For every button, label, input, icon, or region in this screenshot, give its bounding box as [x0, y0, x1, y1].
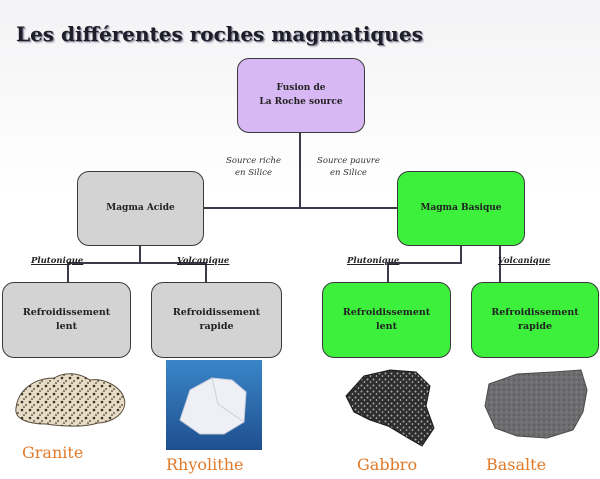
rock-name-rhyolite: Rhyolithe [166, 455, 243, 474]
connector-line [299, 133, 301, 209]
source-rock-line2: La Roche source [259, 96, 342, 110]
gabbro-image [342, 366, 438, 448]
acid-volcanic-label: Volcanique [177, 256, 229, 266]
source-rock-box: Fusion de La Roche source [237, 58, 365, 133]
source-rock-line1: Fusion de [277, 82, 326, 96]
acid-magma-box: Magma Acide [77, 171, 204, 246]
basic-volcanic-label: Volcanique [498, 256, 550, 266]
slow-cooling-box: Refroidissement lent [2, 282, 131, 358]
slow-cooling-box: Refroidissement lent [322, 282, 451, 358]
branch-right-line2: en Silice [317, 168, 380, 180]
connector-line [203, 207, 399, 209]
fast-cooling-box: Refroidissement rapide [471, 282, 599, 358]
rhyolite-image [166, 360, 262, 450]
fast-cooling-box: Refroidissement rapide [151, 282, 282, 358]
granite-image [12, 368, 130, 428]
page-title: Les différentes roches magmatiques [16, 22, 423, 46]
basic-magma-label: Magma Basique [420, 202, 501, 216]
acid-plutonic-label: Plutonique [31, 256, 83, 266]
branch-right-line1: Source pauvre [317, 156, 380, 168]
branch-left-line1: Source riche [226, 156, 281, 168]
cooling-label-line2: lent [376, 320, 397, 334]
basic-plutonic-label: Plutonique [347, 256, 399, 266]
branch-label-silica-poor: Source pauvre en Silice [317, 156, 380, 180]
cooling-label-line1: Refroidissement [343, 306, 430, 320]
basalt-image [483, 368, 593, 440]
cooling-label-line2: rapide [518, 320, 552, 334]
rock-name-gabbro: Gabbro [357, 455, 417, 474]
cooling-label-line1: Refroidissement [173, 306, 260, 320]
rock-name-granite: Granite [22, 443, 83, 462]
acid-magma-label: Magma Acide [106, 202, 174, 216]
branch-left-line2: en Silice [226, 168, 281, 180]
rock-name-basalt: Basalte [486, 455, 546, 474]
basic-magma-box: Magma Basique [397, 171, 525, 246]
cooling-label-line1: Refroidissement [491, 306, 578, 320]
cooling-label-line2: lent [56, 320, 77, 334]
cooling-label-line1: Refroidissement [23, 306, 110, 320]
cooling-label-line2: rapide [199, 320, 233, 334]
branch-label-silica-rich: Source riche en Silice [226, 156, 281, 180]
